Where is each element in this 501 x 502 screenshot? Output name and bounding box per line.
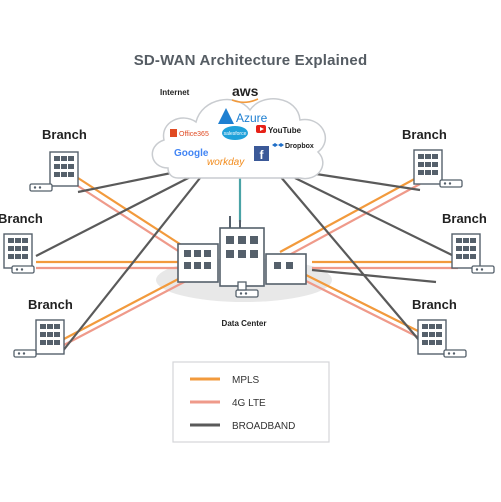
branch-label: Branch: [0, 211, 43, 226]
office365-logo: Office365: [179, 131, 209, 138]
branch-label: Branch: [42, 127, 87, 142]
workday-logo: workday: [207, 157, 245, 168]
mpls-line: [299, 271, 425, 335]
broadband-line: [61, 177, 201, 353]
branch-top-left: Branch: [29, 127, 87, 192]
salesforce-logo: salesforce: [224, 131, 247, 137]
legend: MPLS 4G LTE BROADBAND: [172, 361, 330, 443]
branch-label: Branch: [402, 127, 447, 142]
azure-logo: Azure: [236, 111, 268, 125]
lte-line: [61, 280, 187, 347]
mpls-line: [61, 274, 187, 341]
broadband-line: [294, 177, 459, 259]
dropbox-icon: [272, 143, 284, 147]
youtube-play-icon: [260, 127, 264, 131]
lte-line: [279, 183, 421, 261]
svg-text:f: f: [260, 148, 265, 162]
office365-icon: [170, 129, 177, 137]
connections: [35, 168, 459, 353]
mpls-line: [77, 177, 187, 249]
legend-label-mpls: MPLS: [232, 375, 260, 386]
branch-middle-left: Branch: [0, 211, 43, 274]
broadband-line: [279, 175, 425, 347]
legend-label-lte: 4G LTE: [232, 398, 266, 409]
google-logo: Google: [174, 148, 209, 159]
data-center: [177, 216, 307, 298]
branch-top-right: Branch: [402, 127, 463, 188]
internet-label: Internet: [160, 88, 190, 97]
branch-bottom-right: Branch: [412, 297, 467, 358]
branch-label: Branch: [442, 211, 487, 226]
broadband-line: [311, 268, 437, 284]
branch-label: Branch: [28, 297, 73, 312]
branch-label: Branch: [412, 297, 457, 312]
broadband-line: [35, 171, 201, 257]
legend-label-broadband: BROADBAND: [232, 421, 295, 432]
lte-line: [77, 185, 187, 257]
salesforce-icon: [222, 126, 248, 140]
aws-smile-icon: [231, 98, 259, 104]
broadband-line: [77, 168, 187, 194]
youtube-logo: YouTube: [268, 126, 302, 135]
aws-logo: aws: [232, 83, 259, 99]
diagram-title: SD-WAN Architecture Explained: [133, 52, 368, 69]
lte-line: [299, 277, 425, 341]
branch-middle-right: Branch: [442, 211, 495, 274]
branch-bottom-left: Branch: [13, 297, 73, 358]
mpls-line: [279, 175, 421, 253]
facebook-logo: [254, 146, 269, 161]
azure-icon: [218, 108, 234, 124]
dropbox-logo: Dropbox: [285, 143, 314, 150]
datacenter-label: Data Center: [222, 319, 267, 328]
